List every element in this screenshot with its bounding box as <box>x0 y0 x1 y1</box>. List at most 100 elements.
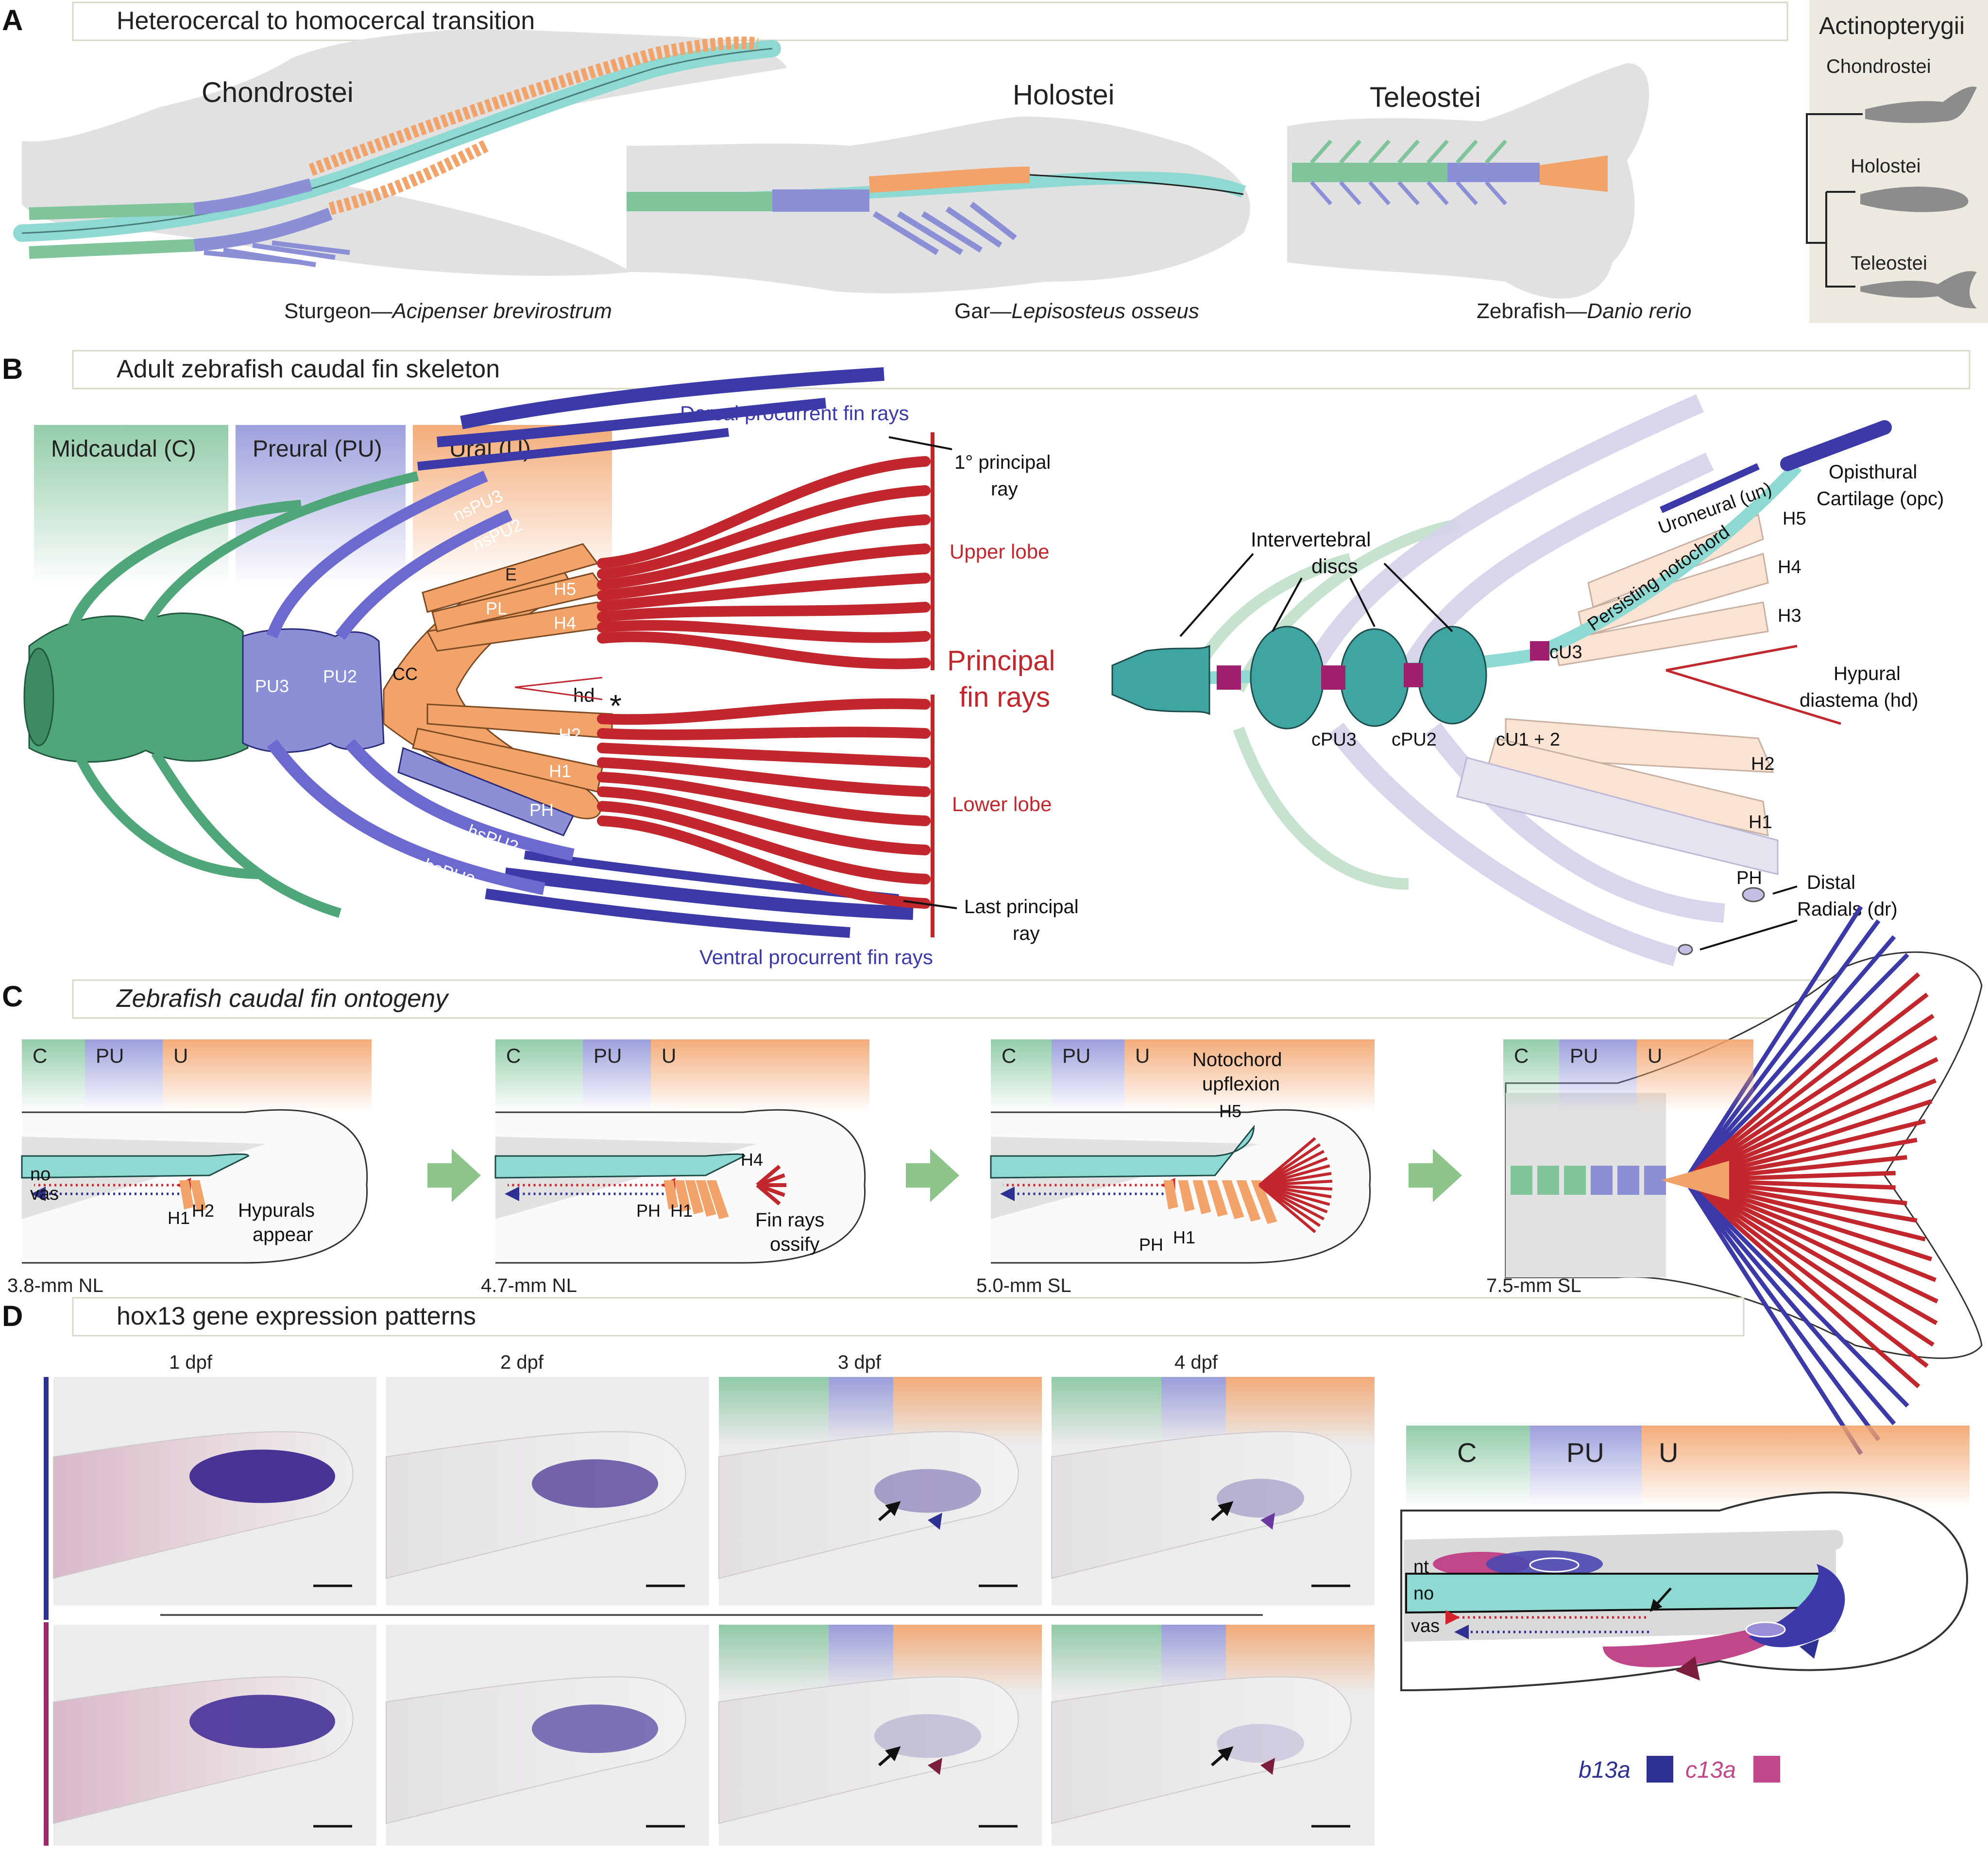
label-last-ray-2: ray <box>1013 923 1040 944</box>
schem-label-nt: nt <box>1413 1557 1429 1577</box>
distal-radial-1 <box>1742 887 1765 902</box>
legend-swatch-b13a <box>1647 1756 1673 1783</box>
species-zebrafish: Zebrafish—Danio rerio <box>1477 299 1692 323</box>
fin-ray <box>1684 992 1929 1182</box>
s1-label-no: no <box>30 1164 51 1185</box>
hypural-bone <box>1251 1180 1277 1224</box>
fin-ray <box>1684 1035 1938 1182</box>
pointer-radials <box>1699 885 1798 951</box>
hypural-bone <box>685 1180 704 1214</box>
label-first-ray-1: 1° principal <box>954 452 1051 473</box>
label-ventral-procurrent: Ventral procurrent fin rays <box>699 946 933 968</box>
label-discs-2: discs <box>1311 555 1358 578</box>
hypural-bone <box>1222 1180 1244 1219</box>
vertebra <box>1511 1166 1532 1195</box>
timepoint-3: 3 dpf <box>838 1352 882 1373</box>
fin-ray <box>1683 935 1896 1182</box>
fin-ray <box>1683 905 1863 1182</box>
stage-arrow <box>906 1149 959 1202</box>
region-label: U <box>662 1044 676 1067</box>
region-label: PU <box>1570 1044 1598 1067</box>
s2-label-h1: H1 <box>670 1201 693 1221</box>
schem-region-u: U <box>1659 1437 1678 1468</box>
region-band <box>583 1039 651 1112</box>
panel-d-letter: D <box>2 1300 23 1332</box>
s3-label-notochord: Notochord <box>1192 1049 1282 1070</box>
label-first-ray-2: ray <box>991 478 1018 500</box>
schem-region-pu: PU <box>1566 1437 1604 1468</box>
label-opc-2: Cartilage (opc) <box>1817 488 1944 510</box>
timepoint-2: 2 dpf <box>500 1352 544 1373</box>
label-h2-right: H2 <box>1751 754 1775 774</box>
in-situ-image <box>53 1625 376 1846</box>
hypural-bone <box>706 1180 729 1219</box>
stage-arrow <box>427 1149 481 1202</box>
bone-PH: PH <box>529 800 554 820</box>
legend-swatch-c13a <box>1753 1756 1780 1783</box>
label-h5-right: H5 <box>1783 509 1806 529</box>
region-label: C <box>1514 1044 1529 1067</box>
label-h3-right: H3 <box>1778 606 1801 626</box>
region-label: C <box>1002 1044 1016 1067</box>
region-band <box>1559 1039 1637 1112</box>
distal-radial-2 <box>1678 944 1693 955</box>
region-label: C <box>33 1044 47 1067</box>
fin-ray <box>1684 1178 1920 1389</box>
panel-c: C Zebrafish caudal fin ontogeny C PU U 3.8-… <box>2 905 1983 1455</box>
in-situ-image <box>53 1377 376 1605</box>
region-band <box>85 1039 163 1112</box>
expression-schematic: C PU U nt no vas b13a c13a <box>1400 1426 1970 1783</box>
hypural-bone <box>1163 1180 1178 1209</box>
in-situ-image <box>718 1625 1042 1846</box>
stage-label: 3.8-mm NL <box>7 1275 103 1296</box>
s2-label-h4: H4 <box>741 1150 763 1170</box>
panel-d-title: hox13 gene expression patterns <box>117 1302 476 1330</box>
label-h1-right: H1 <box>1749 812 1772 833</box>
tree-taxon-teleostei: Teleostei <box>1851 253 1927 274</box>
fin-ray <box>1684 1178 1929 1368</box>
vertebra <box>1591 1166 1613 1195</box>
region-band <box>495 1039 583 1112</box>
stage3-details: Notochord upflexion H5 PH H1 <box>1139 1049 1282 1255</box>
s1-label-h2: H2 <box>192 1201 214 1221</box>
region-band <box>1637 1039 1753 1112</box>
panel-d-title-box <box>72 1297 1745 1337</box>
principal-ray <box>597 631 931 669</box>
s2-label-ph: PH <box>636 1201 661 1221</box>
in-situ-image <box>386 1625 709 1846</box>
tree-taxon-holostei: Holostei <box>1851 155 1921 177</box>
timepoint-4: 4 dpf <box>1174 1352 1218 1373</box>
principal-ray <box>597 743 931 768</box>
tree-branches <box>1806 113 1863 288</box>
panel-c-title: Zebrafish caudal fin ontogeny <box>116 985 449 1013</box>
tree-title: Actinopterygii <box>1819 12 1965 39</box>
hypural-bone <box>1192 1180 1211 1214</box>
schem-label-no: no <box>1413 1583 1434 1604</box>
region-label: PU <box>1062 1044 1090 1067</box>
notochord <box>21 1153 249 1179</box>
group-chondrostei: Chondrostei <box>202 77 354 108</box>
principal-ray <box>597 456 931 569</box>
in-situ-image <box>386 1377 709 1605</box>
legend-c13a: c13a <box>1685 1757 1736 1783</box>
gene-bar-c13a <box>44 1622 49 1846</box>
region-label-midcaudal: Midcaudal (C) <box>51 436 196 462</box>
region-band <box>1124 1039 1375 1112</box>
region-band <box>991 1039 1052 1112</box>
bone-H1: H1 <box>549 761 571 781</box>
hypural-bone <box>1207 1180 1228 1217</box>
region-label: C <box>506 1044 521 1067</box>
label-cU12: cU1 + 2 <box>1496 730 1560 750</box>
fin-ray <box>1684 1014 1935 1182</box>
label-discs-1: Intervertebral <box>1251 528 1371 551</box>
stage-arrows <box>427 1149 1462 1202</box>
label-cPU3: cPU3 <box>1311 730 1357 750</box>
label-radials-2: Radials (dr) <box>1797 899 1898 920</box>
group-holostei: Holostei <box>1013 79 1115 111</box>
hypural-bone <box>1236 1180 1261 1222</box>
fin-ray <box>1684 972 1920 1182</box>
region-label: PU <box>594 1044 622 1067</box>
